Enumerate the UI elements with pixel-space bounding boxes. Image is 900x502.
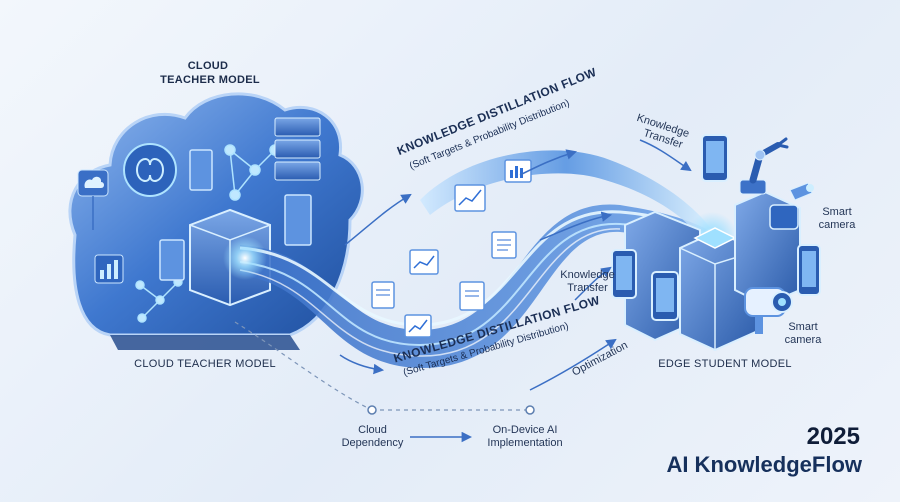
smartphone-icon [611, 249, 637, 299]
brand-year: 2025 [806, 423, 860, 450]
timeline-start-line2: Dependency [341, 437, 404, 449]
chart-icon [94, 254, 124, 284]
camera-icon [744, 287, 793, 334]
document-icon [371, 281, 395, 309]
transfer-mid-line1: Knowledge [560, 269, 615, 281]
brand-name: AI KnowledgeFlow [666, 452, 862, 477]
cloud-bottom-label: CLOUD TEACHER MODEL [134, 358, 276, 370]
smart-camera-bottom-line1: Smart [788, 321, 818, 333]
document-icon [491, 231, 517, 259]
brain-icon [123, 143, 177, 197]
camera-icon [769, 182, 814, 230]
robot-arm-icon [739, 137, 789, 195]
chart-icon [404, 314, 432, 338]
cloud-title-line2: TEACHER MODEL [160, 74, 260, 86]
timeline-end-line2: Implementation [487, 437, 563, 449]
smart-camera-top-line1: Smart [822, 206, 852, 218]
smartphone-icon [651, 271, 679, 321]
transfer-mid-line2: Transfer [567, 282, 608, 294]
chart-icon [454, 184, 486, 212]
document-icon [159, 149, 312, 281]
cloud-icon [77, 169, 109, 230]
chart-icon [409, 249, 439, 275]
timeline [234, 321, 535, 443]
smart-camera-top-line2: camera [818, 219, 856, 231]
flow-arrows [339, 139, 692, 391]
smartphone-icon [797, 244, 821, 296]
server-icon [274, 117, 321, 181]
edge-bottom-label: EDGE STUDENT MODEL [658, 358, 792, 370]
cloud-title-line1: CLOUD [187, 60, 229, 72]
timeline-end-line1: On-Device AI [492, 424, 558, 436]
timeline-start-line1: Cloud [358, 424, 387, 436]
chart-icon [504, 159, 532, 183]
smartphone-icon [701, 134, 729, 182]
smart-camera-bottom-line2: camera [784, 334, 822, 346]
document-icon [459, 281, 485, 311]
